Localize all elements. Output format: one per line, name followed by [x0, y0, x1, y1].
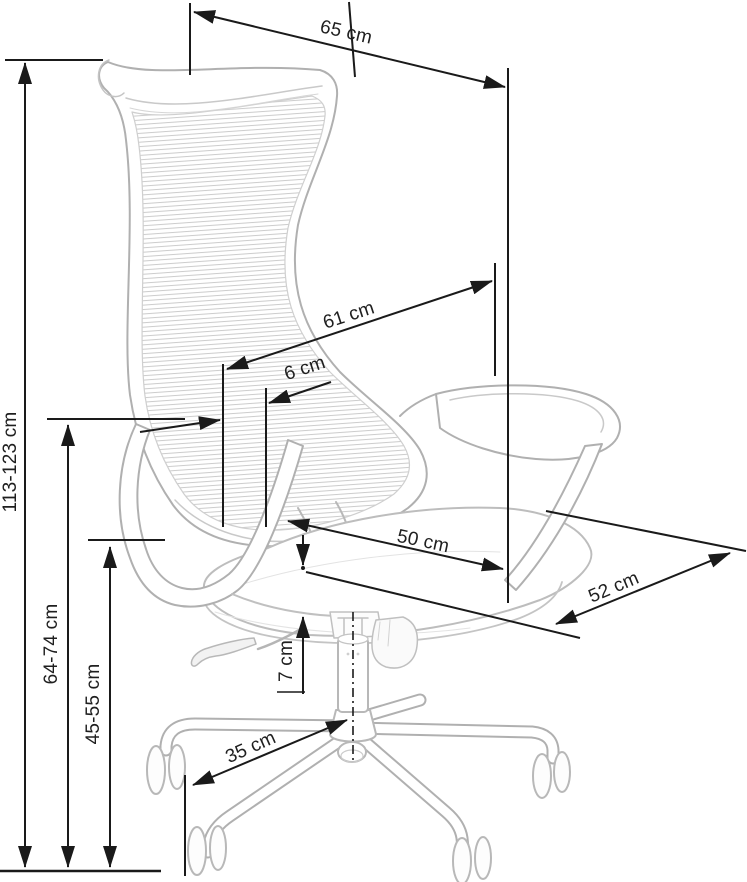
dim-offset-leader-left: [139, 416, 221, 433]
armrest-left: [118, 423, 304, 608]
headrest-band-line2: [129, 93, 319, 114]
dim-seat-depth: [555, 552, 731, 625]
label-armrest-height: 64-74 cm: [41, 603, 63, 685]
label-cushion-thickness: 7 cm: [276, 640, 298, 682]
headrest-curl: [97, 59, 125, 98]
dim-base-leg: [192, 719, 348, 786]
caster-front-right: [452, 837, 472, 882]
label-seat-height: 45-55 cm: [83, 663, 105, 745]
lever-handle: [190, 637, 257, 667]
dim-offset-leader-right: [268, 381, 332, 404]
caster-right: [532, 753, 552, 799]
ext-line-seat-depth-top: [545, 510, 747, 552]
armrest-right-pad-inner: [449, 393, 605, 433]
chair-sketch: [97, 59, 621, 882]
cushion-ref-dot: [301, 566, 305, 570]
casters: [146, 744, 571, 882]
label-overall-height: 113-123 cm: [0, 411, 22, 513]
ext-line-seat-depth-bottom: [305, 571, 581, 639]
dim-overall-width: [193, 10, 506, 89]
armrest-right-pad: [435, 384, 621, 461]
caster-left: [146, 745, 166, 795]
dim-backrest-width: [226, 280, 493, 370]
headrest-band-line: [125, 85, 323, 105]
pouch: [371, 616, 419, 669]
dim-seat-width: [287, 518, 504, 572]
caster-front-left: [187, 826, 207, 876]
armrest-right-join: [399, 393, 437, 417]
armrest-right-support: [504, 443, 603, 591]
pouch-flap: [377, 619, 391, 647]
